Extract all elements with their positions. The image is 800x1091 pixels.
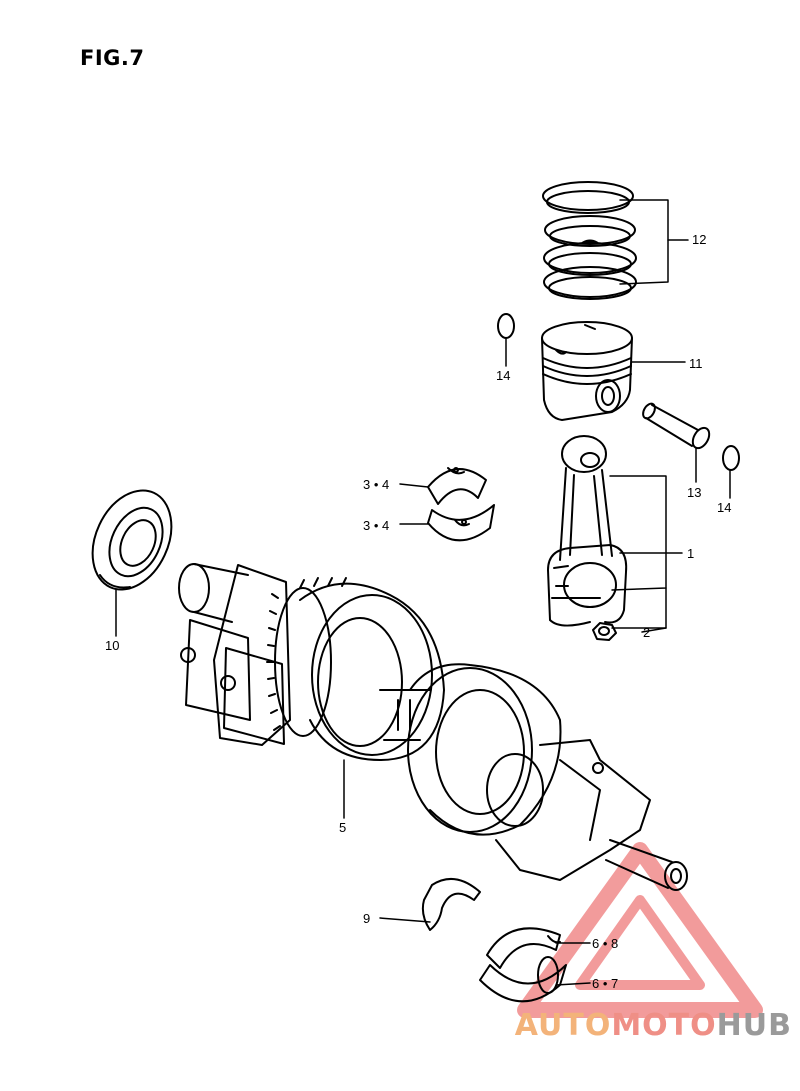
circlip-right-drawing xyxy=(722,445,740,471)
connecting-rod-drawing xyxy=(547,435,628,627)
callout-11: 11 xyxy=(689,356,703,371)
callout-14-left: 14 xyxy=(496,368,511,383)
watermark-hub: HUB xyxy=(716,1008,792,1043)
connecting-rod-nut-drawing xyxy=(592,622,617,641)
main-bearing-upper-drawing xyxy=(486,927,561,969)
callout-5: 5 xyxy=(339,820,347,835)
callout-1: 1 xyxy=(687,546,695,561)
callout-10: 10 xyxy=(105,638,120,653)
conrod-bearing-lower-drawing xyxy=(427,504,495,542)
main-bearing-lower-drawing xyxy=(479,956,567,1003)
callout-6-7: 6 • 7 xyxy=(592,976,619,991)
conrod-bearing-upper-drawing xyxy=(427,467,487,505)
piston-pin-drawing xyxy=(642,402,711,450)
circlip-left-drawing xyxy=(497,313,515,339)
watermark-auto: AUTO xyxy=(514,1008,612,1043)
callout-3-4-upper: 3 • 4 xyxy=(363,477,390,492)
callout-13: 13 xyxy=(687,485,702,500)
leader-lines xyxy=(115,199,731,986)
oil-seal-drawing xyxy=(91,489,173,591)
thrust-washer-drawing xyxy=(421,877,481,931)
callout-3-4-lower: 3 • 4 xyxy=(363,518,390,533)
piston-drawing xyxy=(541,321,633,421)
figure-title: FIG.7 xyxy=(80,46,145,70)
crankshaft-drawing xyxy=(178,563,688,891)
callout-12: 12 xyxy=(692,232,707,247)
callout-9: 9 xyxy=(363,911,371,926)
callout-2: 2 xyxy=(643,625,651,640)
automotohub-watermark: AUTOMOTOHUB xyxy=(515,1008,792,1043)
watermark-moto: MOTO xyxy=(611,1008,717,1043)
watermark-triangle-icon xyxy=(517,842,763,1018)
callout-14-right: 14 xyxy=(717,500,732,515)
callout-6-8: 6 • 8 xyxy=(592,936,619,951)
piston-ring-set-drawing xyxy=(542,181,637,300)
